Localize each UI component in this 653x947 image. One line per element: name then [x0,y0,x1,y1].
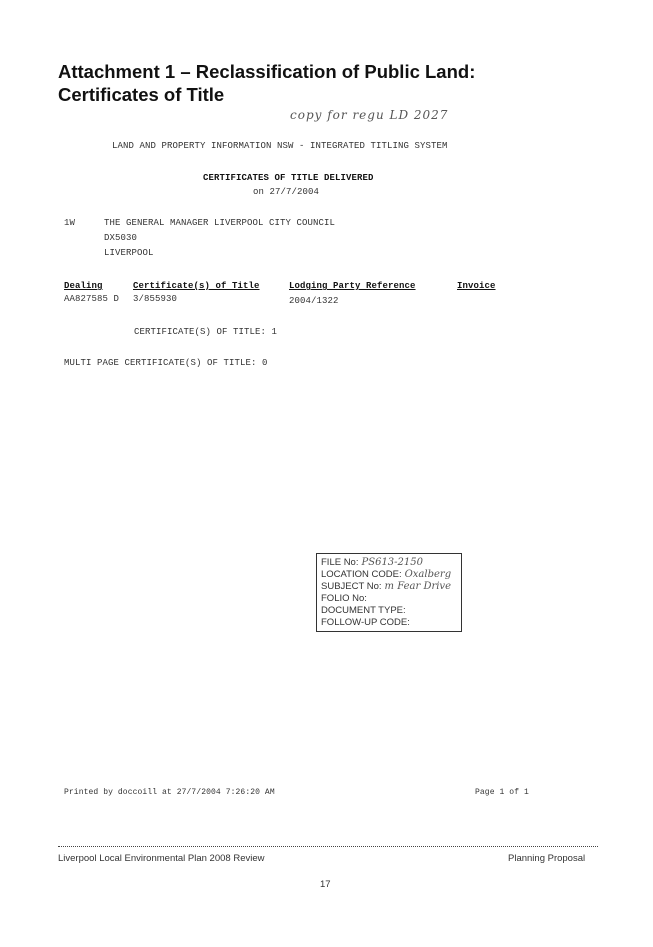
addressee-name: THE GENERAL MANAGER LIVERPOOL CITY COUNC… [104,218,336,228]
stamp-followup-label: FOLLOW-UP CODE: [321,617,410,628]
header-reference: Lodging Party Reference [289,281,416,291]
header-dealing: Dealing [64,281,103,291]
heading-line-2: Certificates of Title [58,84,225,105]
header-invoice: Invoice [457,281,496,291]
stamp-file-row: FILE No:PS613-2150 [321,557,457,569]
row-dealing: AA827585 D [64,294,120,304]
header-certificate: Certificate(s) of Title [133,281,260,291]
addressee-code: 1W [64,218,76,228]
footer-left: Liverpool Local Environmental Plan 2008 … [58,853,265,864]
certificate-count: CERTIFICATE(S) OF TITLE: 1 [134,327,278,337]
stamp-doctype-label: DOCUMENT TYPE: [321,605,406,616]
addressee-city: LIVERPOOL [104,248,154,258]
page-number: 17 [320,879,331,890]
stamp-file-value: PS613-2150 [361,557,424,568]
stamp-subject-label: SUBJECT No: [321,581,382,592]
certificates-heading: CERTIFICATES OF TITLE DELIVERED [203,173,374,183]
stamp-location-value: Oxalberg [404,569,452,580]
file-stamp: FILE No:PS613-2150 LOCATION CODE:Oxalber… [316,553,462,632]
certificates-date: on 27/7/2004 [253,187,320,197]
addressee-dx: DX5030 [104,233,138,243]
multi-page-count: MULTI PAGE CERTIFICATE(S) OF TITLE: 0 [64,358,268,368]
stamp-subject-row: SUBJECT No:m Fear Drive [321,581,457,593]
system-title: LAND AND PROPERTY INFORMATION NSW - INTE… [112,141,448,151]
row-certificate: 3/855930 [133,294,178,304]
heading-line-1: Attachment 1 – Reclassification of Publi… [58,61,476,82]
document-heading: Attachment 1 – Reclassification of Publi… [58,60,618,106]
stamp-file-label: FILE No: [321,557,359,568]
footer-divider [58,846,598,847]
page-of-line: Page 1 of 1 [475,788,529,797]
stamp-subject-value: m Fear Drive [384,581,452,592]
row-reference: 2004/1322 [289,296,339,306]
printed-by-line: Printed by doccoill at 27/7/2004 7:26:20… [64,788,275,797]
stamp-location-row: LOCATION CODE:Oxalberg [321,569,457,581]
stamp-location-label: LOCATION CODE: [321,569,402,580]
footer-right: Planning Proposal [508,853,586,864]
handwritten-note: copy for regu LD 2027 [290,108,449,122]
stamp-folio-label: FOLIO No: [321,593,367,604]
